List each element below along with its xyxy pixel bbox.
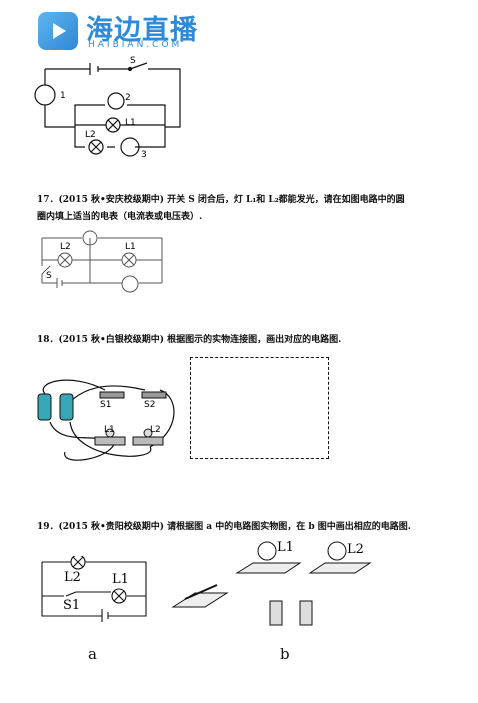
q19-b-lamp-2-label: L2 <box>347 542 364 557</box>
meter-3-label: 3 <box>141 150 147 160</box>
figure-top-circuit: S 1 2 L1 L2 3 <box>34 56 181 160</box>
question-17: 17．(2015 秋•安庆校级期中) 开关 S 闭合后，灯 L₁和 L₂都能发光… <box>37 192 455 226</box>
lamp-1-label: L1 <box>125 118 136 128</box>
q18-switch-2-label: S2 <box>144 400 155 410</box>
q18-switch-1-label: S1 <box>100 400 111 410</box>
figure-q18-physical-circuit: S1 S2 L1 L2 <box>37 379 175 461</box>
q19-lamp-1-label: L1 <box>112 572 129 587</box>
q17-lamp-2-label: L2 <box>60 242 71 252</box>
q18-lamp-2-label: L2 <box>150 425 161 435</box>
logo-play-icon <box>38 12 78 50</box>
q19-b-lamp-1-label: L1 <box>277 540 294 555</box>
q19-caption-a: a <box>88 645 97 663</box>
switch-label: S <box>130 56 136 66</box>
figure-q19-physical-b: L1 L2 <box>171 540 372 626</box>
question-19: 19．(2015 秋•贵阳校级期中) 请根据图 a 中的电路图实物图，在 b 图… <box>37 522 411 532</box>
lamp-2-label: L2 <box>85 130 96 140</box>
q19-switch-label: S1 <box>63 598 80 613</box>
question-17-line1: 17．(2015 秋•安庆校级期中) 开关 S 闭合后，灯 L₁和 L₂都能发光… <box>37 195 405 205</box>
q19-lamp-2-label: L2 <box>64 570 81 585</box>
q19-caption-b: b <box>280 645 290 663</box>
q18-lamp-1-label: L1 <box>104 425 115 435</box>
q18-answer-box[interactable] <box>190 357 329 459</box>
question-18: 18．(2015 秋•白银校级期中) 根据图示的实物连接图，画出对应的电路图. <box>37 335 342 345</box>
figure-q19-circuit-a: L2 L1 S1 <box>41 556 147 622</box>
q17-lamp-1-label: L1 <box>125 242 136 252</box>
meter-1-label: 1 <box>60 91 66 101</box>
meter-2-label: 2 <box>125 93 131 103</box>
brand-url: HAIBIAN.COM <box>88 40 183 50</box>
figure-q17-circuit: L2 L1 S <box>41 230 163 293</box>
question-17-line2: 圈内填上适当的电表（电流表或电压表）. <box>37 212 203 222</box>
q17-switch-label: S <box>46 271 52 281</box>
brand-name: 海边直播 <box>86 15 198 46</box>
